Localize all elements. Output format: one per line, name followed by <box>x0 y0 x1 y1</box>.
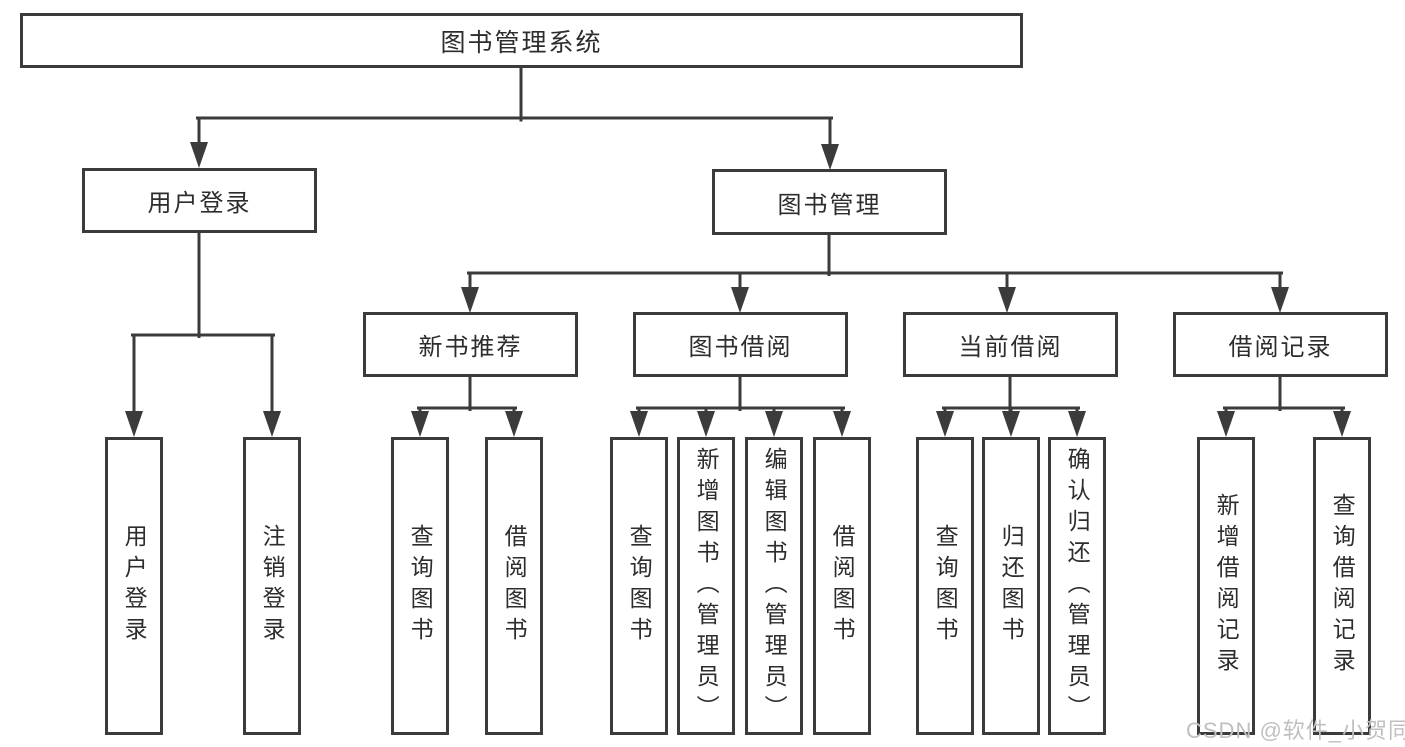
csdn-watermark: CSDN @软件_小贺同学 <box>1186 718 1405 743</box>
leaf-label: 用户登录 <box>121 524 148 648</box>
node-new-book-recommend: 新书推荐 <box>363 312 578 377</box>
leaf-label: 查询借阅记录 <box>1329 493 1356 679</box>
node-user-login: 用户登录 <box>82 168 317 233</box>
node-book-borrow: 图书借阅 <box>633 312 848 377</box>
leaf-user-login: 用户登录 <box>105 437 163 735</box>
node-borrow-records: 借阅记录 <box>1173 312 1388 377</box>
leaf-borrow-book-1: 借阅图书 <box>485 437 543 735</box>
leaf-label: 编辑图书（管理员） <box>761 446 788 726</box>
leaf-label: 查询图书 <box>407 524 434 648</box>
leaf-label: 借阅图书 <box>829 524 856 648</box>
node-book-management: 图书管理 <box>712 169 947 235</box>
leaf-search-borrow-record: 查询借阅记录 <box>1313 437 1371 735</box>
leaf-borrow-book-2: 借阅图书 <box>813 437 871 735</box>
node-library-management-system: 图书管理系统 <box>20 13 1023 68</box>
leaf-label: 查询图书 <box>626 524 653 648</box>
leaf-confirm-return-admin: 确认归还（管理员） <box>1048 437 1106 735</box>
leaf-label: 新增图书（管理员） <box>693 446 720 726</box>
leaf-edit-book-admin: 编辑图书（管理员） <box>745 437 803 735</box>
leaf-search-book-2: 查询图书 <box>610 437 668 735</box>
leaf-search-book-3: 查询图书 <box>916 437 974 735</box>
leaf-label: 注销登录 <box>259 524 286 648</box>
leaf-label: 查询图书 <box>932 524 959 648</box>
leaf-label: 确认归还（管理员） <box>1064 446 1091 726</box>
leaf-return-book: 归还图书 <box>982 437 1040 735</box>
node-current-borrow: 当前借阅 <box>903 312 1118 377</box>
leaf-label: 借阅图书 <box>501 524 528 648</box>
leaf-add-book-admin: 新增图书（管理员） <box>677 437 735 735</box>
leaf-logout: 注销登录 <box>243 437 301 735</box>
leaf-add-borrow-record: 新增借阅记录 <box>1197 437 1255 735</box>
leaf-label: 归还图书 <box>998 524 1025 648</box>
arrowheads <box>125 142 1351 437</box>
leaf-search-book-1: 查询图书 <box>391 437 449 735</box>
leaf-label: 新增借阅记录 <box>1213 493 1240 679</box>
